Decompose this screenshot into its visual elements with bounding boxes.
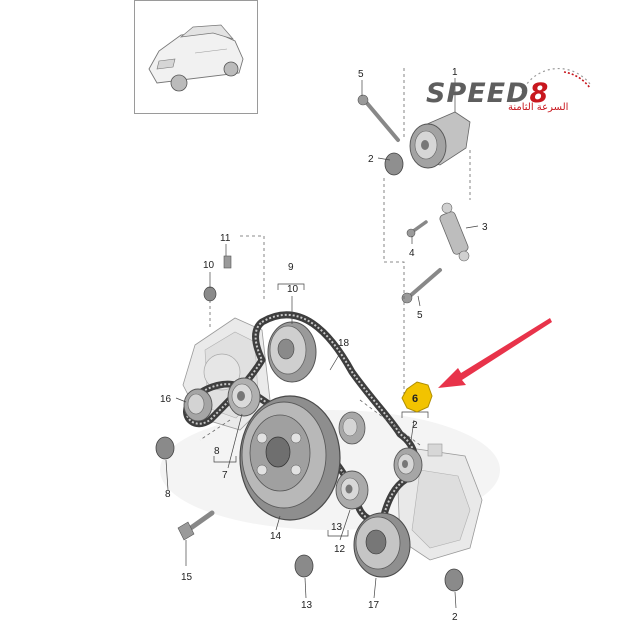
callout-5-top: 5 xyxy=(358,69,364,80)
brand-wordmark: SPEED8 xyxy=(426,78,549,109)
callout-5-lower: 5 xyxy=(417,310,423,321)
car-icon xyxy=(148,24,244,92)
callout-14: 14 xyxy=(270,531,282,542)
callout-9: 9 xyxy=(288,262,294,273)
highlight-badge: 6 xyxy=(401,381,433,413)
brand-name-suffix: 8 xyxy=(529,78,550,109)
callout-15: 15 xyxy=(181,572,193,583)
alternator-pulley xyxy=(267,321,317,383)
callout-13-lower: 13 xyxy=(301,600,313,611)
callout-2-top: 2 xyxy=(368,154,374,165)
idler-pulley-center xyxy=(338,411,366,445)
callout-labels: 1 2 3 4 5 5 2 7 8 8 9 10 10 11 12 13 13 … xyxy=(160,67,488,623)
crankshaft-pulley xyxy=(239,395,341,521)
bolt-11 xyxy=(223,255,232,269)
brand-name-prefix: SPEED xyxy=(426,78,530,109)
bolt-lower xyxy=(408,268,442,298)
callout-7: 7 xyxy=(222,470,228,481)
idler-pulley-left xyxy=(183,388,213,422)
callout-18: 18 xyxy=(338,338,350,349)
dust-cap-left xyxy=(203,286,217,302)
bolt-top xyxy=(364,100,400,142)
callout-17: 17 xyxy=(368,600,380,611)
callout-11: 11 xyxy=(220,233,231,244)
callout-1: 1 xyxy=(452,67,458,78)
callout-8-lower: 8 xyxy=(165,489,171,500)
brand-tagline: السرعة الثامنة xyxy=(508,102,569,113)
dust-cap-8 xyxy=(155,436,175,460)
compressor-pulley xyxy=(353,512,411,578)
callout-3: 3 xyxy=(482,222,488,233)
highlight-arrow xyxy=(438,318,552,388)
callout-2-bottom: 2 xyxy=(452,612,458,623)
dust-cap-top xyxy=(384,152,404,176)
callout-4: 4 xyxy=(409,248,415,259)
dust-cap-13 xyxy=(294,554,314,578)
assembly-lines xyxy=(199,68,471,446)
compressor-housing xyxy=(397,443,483,561)
brand-logo: SPEED8 السرعة الثامنة xyxy=(424,58,594,118)
callout-8-upper: 8 xyxy=(214,446,220,457)
tensioner-pulley xyxy=(227,377,261,417)
dust-cap-bottom xyxy=(444,568,464,592)
bolt-15 xyxy=(185,510,215,533)
leader-lines xyxy=(165,78,479,609)
belt-tensioner-assembly xyxy=(409,111,471,169)
callout-10-upper: 10 xyxy=(287,284,299,295)
speedometer-icon xyxy=(521,67,591,93)
callout-12: 12 xyxy=(334,544,346,555)
callout-10-left: 10 xyxy=(203,260,215,271)
idler-pulley-part-6 xyxy=(393,447,423,483)
callout-2-right: 2 xyxy=(412,420,418,431)
callout-6: 6 xyxy=(412,393,418,405)
vehicle-thumbnail xyxy=(134,0,258,114)
tensioner-damper xyxy=(439,202,470,262)
callout-13-upper: 13 xyxy=(331,522,343,533)
callout-16: 16 xyxy=(160,394,172,405)
idler-pulley-lower xyxy=(335,470,369,510)
